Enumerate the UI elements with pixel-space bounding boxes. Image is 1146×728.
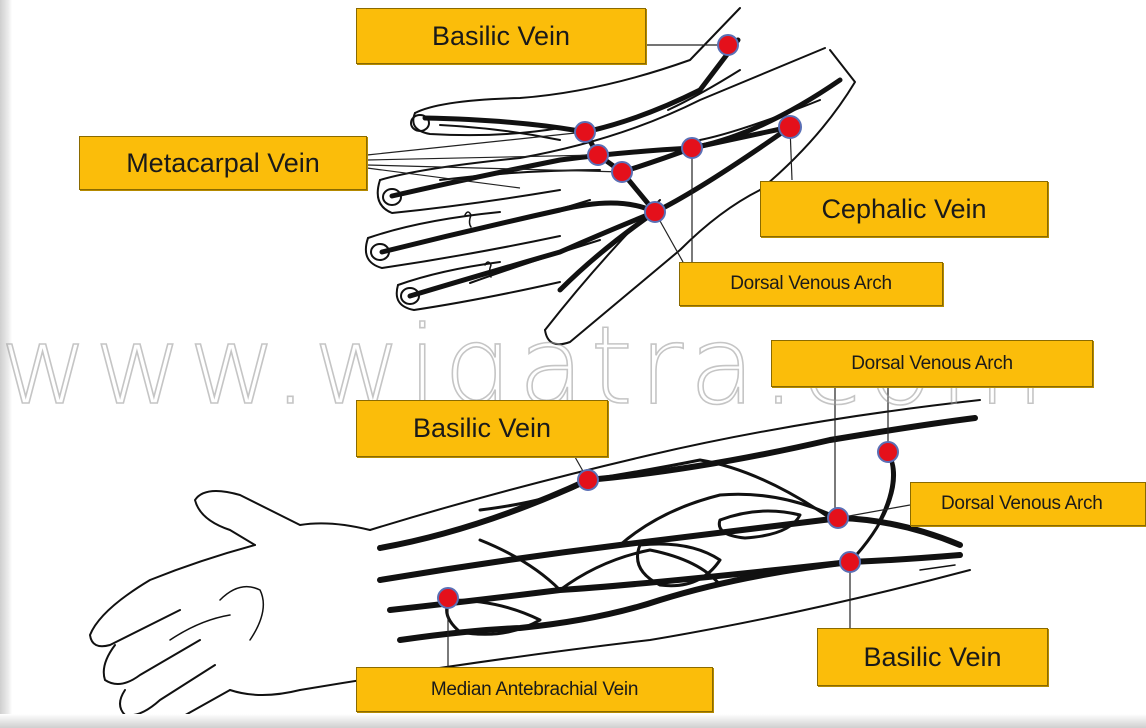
marker-metacarpal-3 [612,162,632,182]
label-metacarpal-vein: Metacarpal Vein [79,136,367,190]
marker-metacarpal-2 [588,145,608,165]
label-basilic-vein-mid: Basilic Vein [356,400,608,457]
label-median-antebrachial-vein: Median Antebrachial Vein [356,667,713,712]
label-dorsal-venous-arch-1: Dorsal Venous Arch [679,262,943,306]
label-cephalic-vein: Cephalic Vein [760,181,1048,237]
marker-basilic-top [718,35,738,55]
marker-basilic-bottom [840,552,860,572]
label-basilic-vein-top: Basilic Vein [356,8,646,64]
marker-dorsal-arch-hand-2 [645,202,665,222]
marker-cephalic [779,116,801,138]
label-basilic-vein-bottom: Basilic Vein [817,628,1048,686]
bottom-frame-shadow [0,714,1146,728]
marker-dorsal-arch-forearm-2 [828,508,848,528]
label-dorsal-venous-arch-3: Dorsal Venous Arch [910,482,1146,526]
marker-dorsal-arch-hand [682,138,702,158]
label-dorsal-venous-arch-2: Dorsal Venous Arch [771,340,1093,387]
marker-dorsal-arch-forearm [878,442,898,462]
marker-metacarpal-1 [575,122,595,142]
marker-basilic-mid [578,470,598,490]
marker-median-antebrachial [438,588,458,608]
